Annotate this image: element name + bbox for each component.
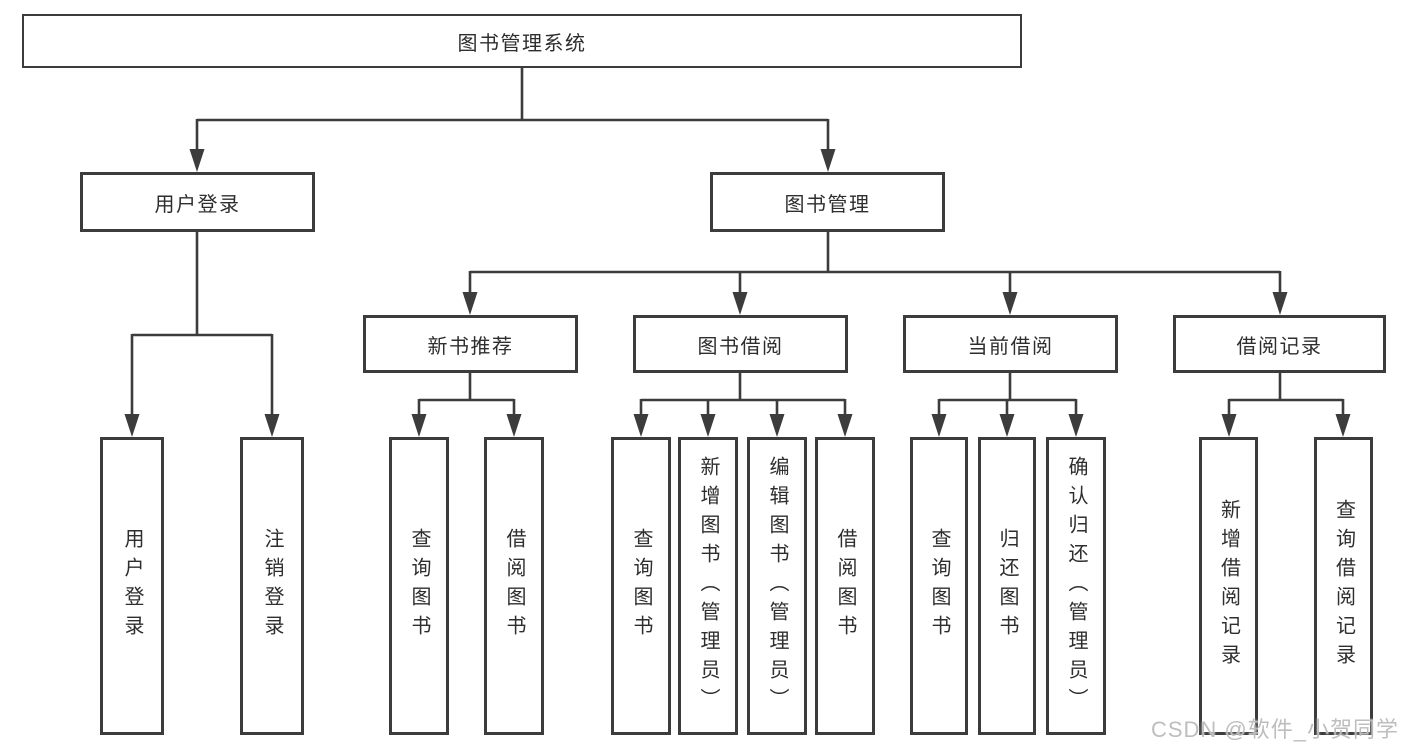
leaf-borrow-borrow-books: 借阅图书 — [815, 437, 875, 735]
leaf-recommend-query-books: 查询图书 — [389, 437, 449, 735]
leaf-current-confirm-return-admin: 确认归还（管理员） — [1046, 437, 1106, 735]
leaf-recommend-borrow-books-label: 借阅图书 — [503, 528, 525, 644]
leaf-current-confirm-return-admin-label: 确认归还（管理员） — [1065, 455, 1087, 717]
leaf-logout-login-label: 注销登录 — [261, 528, 283, 644]
node-book-borrow: 图书借阅 — [633, 315, 848, 373]
leaf-current-return-books-label: 归还图书 — [996, 528, 1018, 644]
leaf-records-query-record-label: 查询借阅记录 — [1332, 499, 1355, 673]
leaf-recommend-query-books-label: 查询图书 — [408, 528, 430, 644]
leaf-user-login-label: 用户登录 — [121, 528, 143, 644]
leaf-current-query-books-label: 查询图书 — [928, 528, 950, 644]
node-current-borrow: 当前借阅 — [903, 315, 1118, 373]
leaf-records-query-record: 查询借阅记录 — [1314, 437, 1373, 735]
leaf-user-login: 用户登录 — [100, 437, 164, 735]
node-borrow-records: 借阅记录 — [1173, 315, 1386, 373]
leaf-current-return-books: 归还图书 — [978, 437, 1036, 735]
leaf-records-add-record: 新增借阅记录 — [1199, 437, 1258, 735]
node-user-login: 用户登录 — [80, 172, 315, 232]
node-root-library-system: 图书管理系统 — [22, 14, 1022, 68]
leaf-borrow-add-books-admin-label: 新增图书（管理员） — [697, 455, 719, 717]
node-new-book-recommend: 新书推荐 — [363, 315, 578, 373]
leaf-records-add-record-label: 新增借阅记录 — [1217, 499, 1240, 673]
leaf-current-query-books: 查询图书 — [910, 437, 968, 735]
leaf-borrow-add-books-admin: 新增图书（管理员） — [678, 437, 738, 735]
leaf-borrow-query-books: 查询图书 — [611, 437, 671, 735]
leaf-borrow-edit-books-admin: 编辑图书（管理员） — [747, 437, 807, 735]
leaf-logout-login: 注销登录 — [240, 437, 304, 735]
leaf-borrow-edit-books-admin-label: 编辑图书（管理员） — [766, 455, 788, 717]
leaf-recommend-borrow-books: 借阅图书 — [484, 437, 544, 735]
leaf-borrow-borrow-books-label: 借阅图书 — [834, 528, 856, 644]
node-book-management: 图书管理 — [710, 172, 945, 232]
leaf-borrow-query-books-label: 查询图书 — [630, 528, 652, 644]
